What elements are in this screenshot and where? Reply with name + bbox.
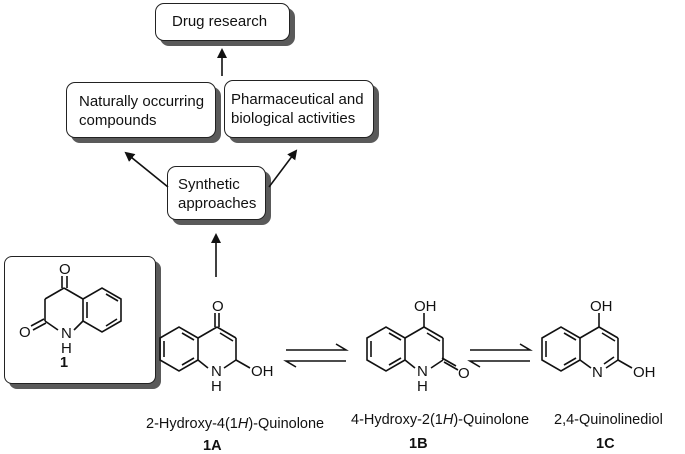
- compound-1b-n: N: [417, 363, 428, 380]
- compound-1b-structure: [366, 313, 459, 372]
- compound-1-o-left: O: [19, 324, 31, 341]
- compound-1a-h: H: [211, 378, 222, 395]
- compound-1-id: 1: [60, 355, 69, 371]
- synthetic-approaches-label-1: Synthetic: [178, 176, 240, 193]
- natural-compounds-label-2: compounds: [79, 112, 157, 129]
- compound-1-box: [4, 256, 156, 384]
- synthetic-approaches-label-2: approaches: [178, 195, 257, 212]
- compound-1c-id: 1C: [596, 436, 615, 452]
- equilibrium-1b-1c: [467, 343, 533, 368]
- compound-1c-oh-top: OH: [590, 298, 613, 315]
- natural-compounds-box: Naturally occurring compounds: [66, 82, 216, 138]
- arrow-to-natural: [124, 151, 169, 188]
- compound-1c-name: 2,4-Quinolinediol: [554, 412, 663, 428]
- compound-1b-h: H: [417, 378, 428, 395]
- compound-1c-oh-right: OH: [633, 364, 656, 381]
- arrow-to-pharma: [268, 149, 298, 188]
- compound-1b-name: 4-Hydroxy-2(1H)-Quinolone: [351, 412, 530, 428]
- drug-research-label: Drug research: [172, 13, 268, 30]
- equilibrium-1a-1b: [283, 343, 349, 368]
- synthetic-approaches-box: Synthetic approaches: [167, 166, 266, 220]
- drug-research-box: Drug research: [155, 3, 290, 41]
- compound-1a-oh: OH: [251, 363, 274, 380]
- compound-1a-id: 1A: [203, 438, 222, 454]
- pharma-activities-box: Pharmaceutical and biological activities: [224, 80, 374, 138]
- compound-1a-o-top: O: [212, 298, 224, 315]
- compound-1-o-top: O: [59, 261, 71, 278]
- pharma-activities-label-1: Pharmaceutical and: [231, 91, 364, 108]
- pharma-activities-label-2: biological activities: [231, 110, 356, 127]
- compound-1c-structure: [541, 313, 633, 372]
- compound-1-n: N: [61, 325, 72, 342]
- natural-compounds-label-1: Naturally occurring: [79, 93, 205, 110]
- compound-1b-id: 1B: [409, 436, 428, 452]
- compound-1c-n: N: [592, 364, 603, 381]
- compound-1b-oh: OH: [414, 298, 437, 315]
- compound-1-h: H: [61, 340, 72, 357]
- compound-1a-name: 2-Hydroxy-4(1H)-Quinolone: [146, 416, 325, 432]
- compound-1a-n: N: [211, 363, 222, 380]
- compound-1-structure: [30, 276, 122, 333]
- compound-1a-structure: [159, 313, 251, 372]
- compound-1b-o-right: O: [458, 365, 470, 382]
